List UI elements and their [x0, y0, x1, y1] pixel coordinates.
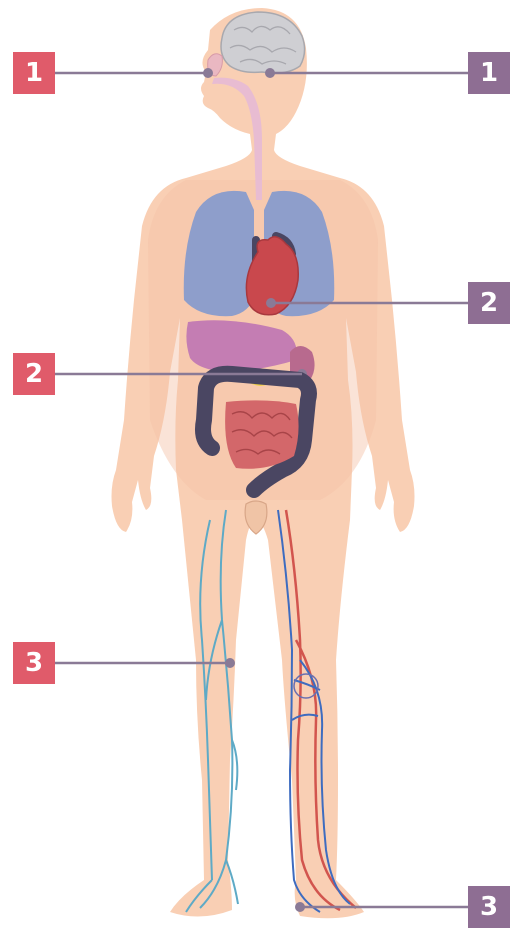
marker-left-1: 1	[13, 52, 55, 94]
marker-right-1: 1	[468, 52, 510, 94]
marker-right-3: 3	[468, 886, 510, 928]
marker-right-2: 2	[468, 282, 510, 324]
marker-left-2: 2	[13, 353, 55, 395]
marker-left-3: 3	[13, 642, 55, 684]
